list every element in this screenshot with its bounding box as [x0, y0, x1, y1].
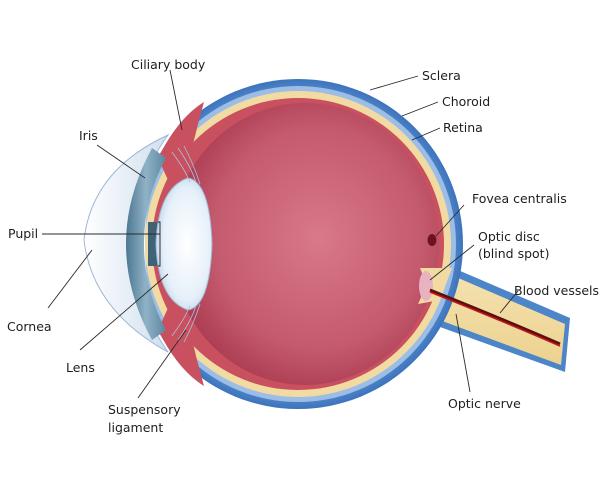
label-suspensory: Suspensory [108, 402, 181, 417]
label-choroid: Choroid [442, 94, 490, 109]
iris [126, 148, 166, 340]
label-optic-disc: Optic disc [478, 229, 540, 244]
blood-vessel-red [429, 291, 561, 347]
label-ligament: ligament [108, 420, 163, 435]
suspensory-ligament-top [171, 145, 201, 185]
leader-lines [42, 69, 519, 399]
label-blind-spot: (blind spot) [478, 246, 549, 261]
suspensory-ligament-bottom [171, 303, 201, 343]
optic-disc [419, 271, 433, 301]
label-lens: Lens [66, 360, 95, 375]
ciliary-body-top [158, 102, 204, 180]
fovea-centralis [427, 234, 437, 246]
label-sclera: Sclera [422, 68, 461, 83]
label-ciliary-body: Ciliary body [131, 57, 206, 72]
label-iris: Iris [79, 128, 98, 143]
label-fovea-centralis: Fovea centralis [472, 191, 567, 206]
label-pupil: Pupil [8, 226, 38, 241]
label-blood-vessels: Blood vessels [514, 283, 599, 298]
pupil-bracket [158, 221, 161, 267]
vitreous-body [171, 103, 439, 385]
label-optic-nerve: Optic nerve [448, 396, 521, 411]
label-retina: Retina [443, 120, 483, 135]
ciliary-body-bottom [158, 308, 204, 386]
label-cornea: Cornea [7, 319, 52, 334]
blood-vessel-dark [429, 288, 561, 346]
